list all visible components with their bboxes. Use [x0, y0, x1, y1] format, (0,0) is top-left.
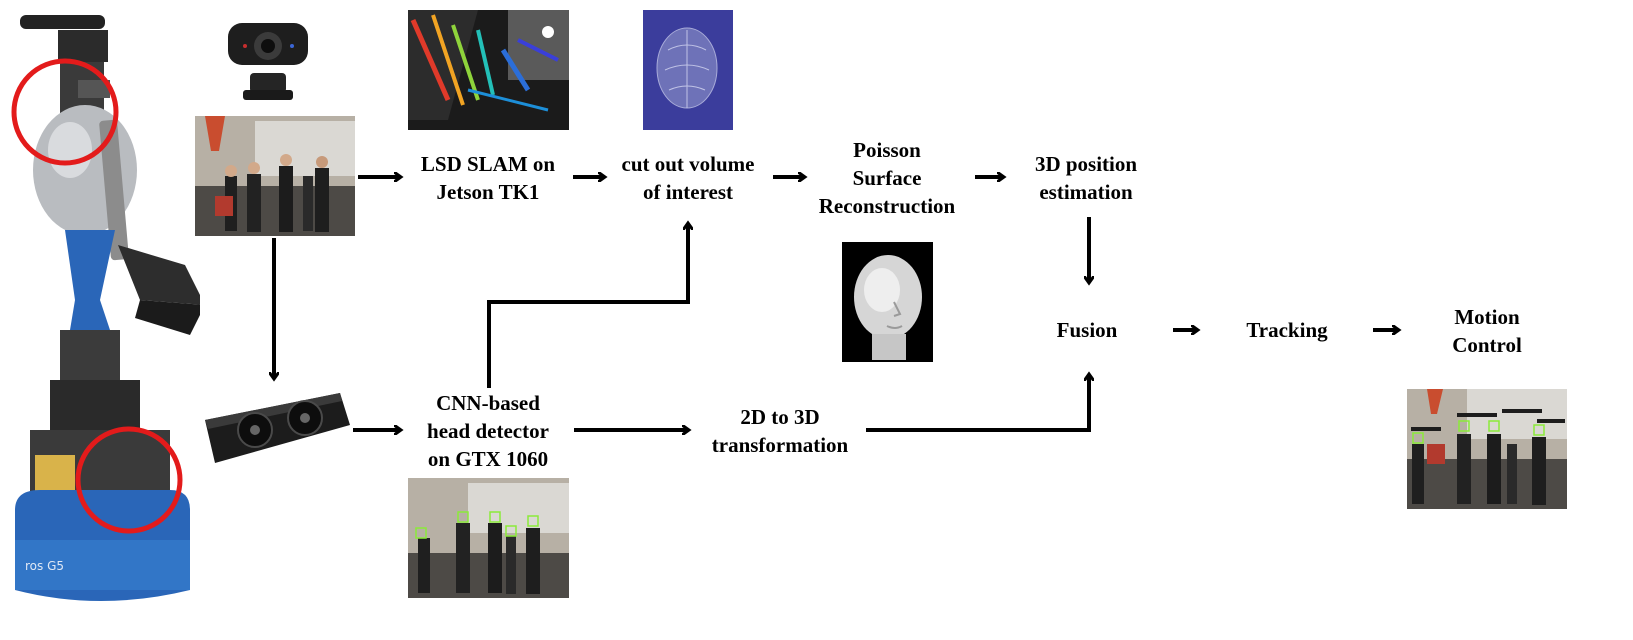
arrow-cnn-to-cut: [487, 224, 688, 388]
transform-line-2: transformation: [711, 433, 849, 457]
poisson-line-2: Surface: [852, 166, 922, 190]
graphics-card-photo: [200, 385, 352, 470]
lsd-slam-line-1: LSD SLAM on: [420, 152, 556, 176]
position-line-2: estimation: [1039, 180, 1133, 204]
cnn-line-2: head detector: [427, 419, 549, 443]
cnn-line-1: CNN-based: [436, 391, 540, 415]
slam-pointcloud-image: [408, 10, 569, 130]
cut-out-label: cut out volume of interest: [608, 150, 768, 206]
head-detection-photo: [408, 478, 569, 598]
reconstructed-head-render: [842, 242, 933, 362]
arrow-transform-to-fusion: [866, 375, 1089, 432]
lsd-slam-line-2: Jetson TK1: [436, 180, 540, 204]
cut-out-line-2: of interest: [643, 180, 733, 204]
transform-label: 2D to 3D transformation: [700, 403, 860, 459]
robot-base-text: ros G5: [25, 559, 64, 573]
camera-highlight-circle: [11, 58, 119, 166]
lsd-slam-label: LSD SLAM on Jetson TK1: [408, 150, 568, 206]
position-line-1: 3D position: [1034, 152, 1138, 176]
base-sensor-highlight-circle: [75, 426, 183, 534]
transform-line-1: 2D to 3D: [740, 405, 820, 429]
position-label: 3D position estimation: [1006, 150, 1166, 206]
fusion-label: Fusion: [1017, 316, 1157, 344]
cut-out-line-1: cut out volume: [621, 152, 755, 176]
tracking-result-photo: [1407, 389, 1567, 509]
webcam-photo: [225, 18, 310, 103]
stage-scene-photo: [195, 116, 355, 236]
motion-line-1: Motion: [1454, 305, 1520, 329]
poisson-label: Poisson Surface Reconstruction: [807, 136, 967, 220]
tracking-line-1: Tracking: [1246, 318, 1328, 342]
cnn-label: CNN-based head detector on GTX 1060: [408, 389, 568, 473]
poisson-line-3: Reconstruction: [818, 194, 956, 218]
fusion-line-1: Fusion: [1056, 318, 1118, 342]
tracking-label: Tracking: [1217, 316, 1357, 344]
motion-line-2: Control: [1452, 333, 1522, 357]
head-volume-mesh-image: [643, 10, 733, 130]
cnn-line-3: on GTX 1060: [427, 447, 549, 471]
poisson-line-1: Poisson: [853, 138, 921, 162]
motion-label: Motion Control: [1417, 303, 1557, 359]
